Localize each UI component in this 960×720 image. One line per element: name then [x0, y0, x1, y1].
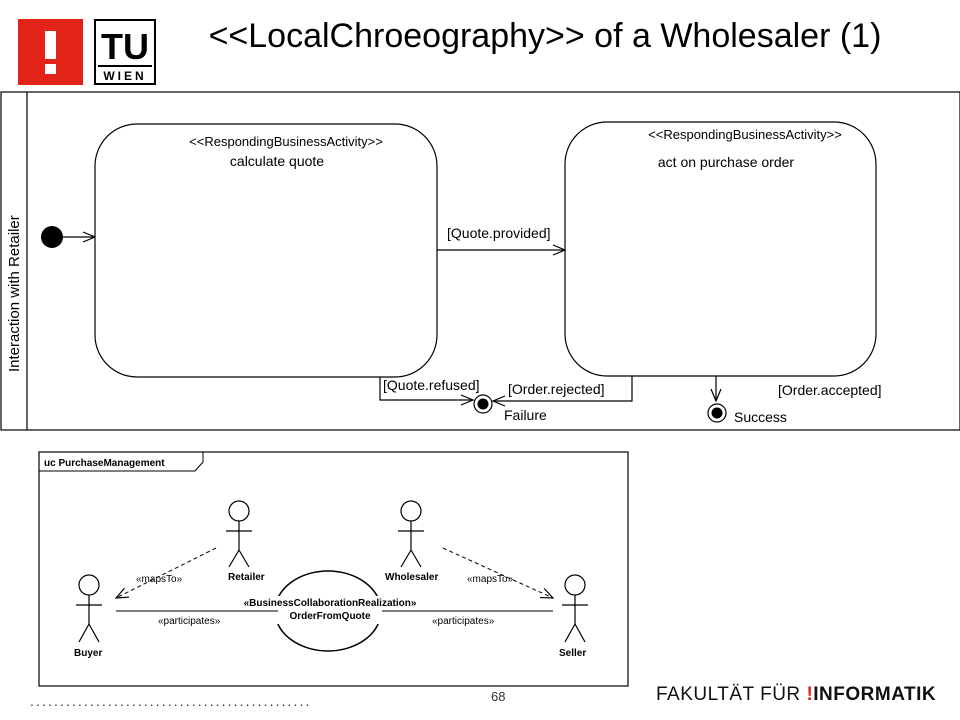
actor-wholesaler-label: Wholesaler — [385, 572, 438, 583]
guard-order-rejected: [Order.rejected] — [508, 381, 605, 397]
final-node-failure-core — [477, 398, 489, 410]
participates-label-seller: «participates» — [432, 616, 495, 627]
actor-retailer-label: Retailer — [228, 572, 265, 583]
uc-collaboration-name: OrderFromQuote — [289, 611, 371, 622]
activity1-stereotype: <<RespondingBusinessActivity>> — [189, 134, 383, 149]
final-failure-label: Failure — [504, 407, 547, 423]
maps-to-wholesaler-seller — [442, 547, 553, 598]
faculty-prefix: FAKULTÄT FÜR — [656, 684, 801, 705]
maps-to-retailer-buyer — [116, 547, 217, 598]
uc-frame-label: uc PurchaseManagement — [44, 458, 165, 469]
page-number: 68 — [491, 689, 506, 704]
maps-to-label-left: «mapsTo» — [136, 574, 183, 585]
swimlane-label: Interaction with Retailer — [6, 215, 23, 372]
exclamation-icon — [45, 31, 56, 74]
maps-to-label-right: «mapsTo» — [467, 574, 514, 585]
tu-wien-logo: TU WIEN — [94, 19, 156, 85]
activity2-name: act on purchase order — [658, 154, 795, 170]
transition-order-rejected — [493, 376, 633, 401]
participates-label-buyer: «participates» — [158, 616, 221, 627]
activity1-name: calculate quote — [230, 153, 324, 169]
actor-buyer — [76, 574, 102, 643]
activity2-stereotype: <<RespondingBusinessActivity>> — [648, 127, 842, 142]
final-success-label: Success — [734, 409, 787, 425]
actor-retailer — [226, 500, 252, 568]
swimlane-frame — [0, 91, 960, 431]
guard-order-accepted: [Order.accepted] — [778, 382, 882, 398]
guard-quote-provided: [Quote.provided] — [447, 225, 551, 241]
actor-seller — [562, 574, 588, 643]
faculty-name: INFORMATIK — [813, 684, 937, 705]
logo-wien-text: WIEN — [103, 69, 146, 83]
slide-title: <<LocalChroeography>> of a Wholesaler (1… — [208, 17, 882, 55]
actor-buyer-label: Buyer — [74, 648, 102, 659]
tu-exclamation-logo — [18, 19, 83, 85]
uc-collaboration-stereotype: «BusinessCollaborationRealization» — [244, 598, 417, 609]
faculty-bang: ! — [806, 684, 814, 705]
actor-wholesaler — [398, 500, 424, 568]
final-node-success-core — [711, 407, 723, 419]
guard-quote-refused: [Quote.refused] — [383, 377, 480, 393]
initial-node — [41, 226, 63, 248]
footer-dots: ........................................… — [30, 693, 312, 709]
actor-seller-label: Seller — [559, 648, 586, 659]
uc-frame-tab — [39, 451, 204, 472]
transition-quote-refused — [379, 377, 473, 400]
logo-tu-text: TU — [101, 26, 149, 67]
faculty-logo: FAKULTÄT FÜR !INFORMATIK — [656, 684, 936, 706]
